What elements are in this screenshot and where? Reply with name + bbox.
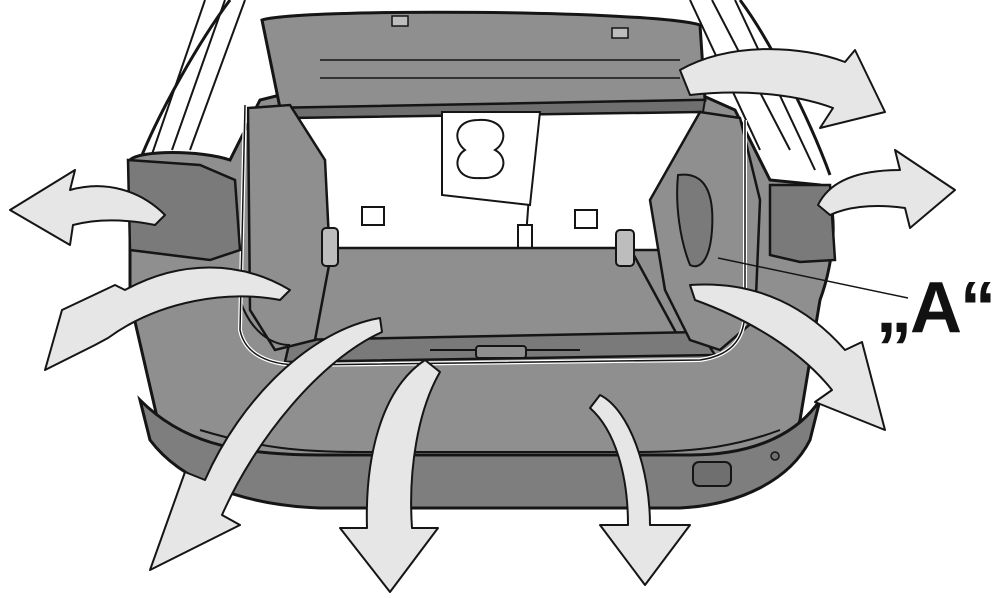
left-tiedown bbox=[322, 228, 338, 266]
shelf-clip-right bbox=[612, 28, 628, 38]
arrow-outward-icon bbox=[818, 150, 955, 228]
headrest-cutout bbox=[442, 112, 540, 205]
callout-label-a: „A“ bbox=[876, 272, 994, 344]
sill-latch bbox=[476, 346, 526, 358]
shelf-clip-left bbox=[392, 16, 408, 26]
seat-latch-left bbox=[362, 207, 384, 225]
seat-latch-right bbox=[575, 210, 597, 228]
bumper-rivet bbox=[771, 452, 779, 460]
tow-hook-cover bbox=[693, 462, 731, 486]
right-tiedown bbox=[616, 230, 634, 266]
